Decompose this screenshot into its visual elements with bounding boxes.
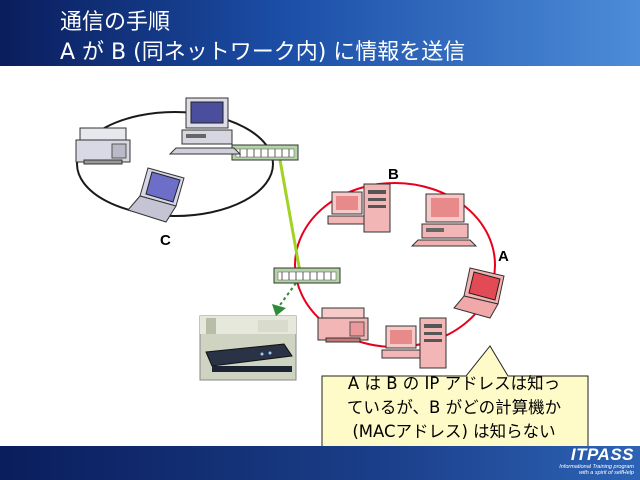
printer-icon: [75, 127, 131, 165]
speech-bubble: [321, 345, 589, 446]
slide-title-line-1: 通信の手順: [60, 10, 171, 35]
laptop-a-icon: [453, 267, 505, 319]
label-c: C: [160, 232, 171, 249]
callout-text: A は B の IP アドレスは知っ ているが、B がどの計算機か (MACアド…: [330, 372, 578, 444]
title-bar: [0, 0, 640, 66]
footer-bar: [0, 446, 640, 480]
network-diagram: [75, 97, 589, 446]
callout-line-2: ているが、B がどの計算機か: [346, 398, 562, 417]
callout-line-1: A は B の IP アドレスは知っ: [347, 374, 561, 393]
logo-tagline-2: with a spirit of selfHelp: [578, 470, 634, 476]
itpass-logo: ITPASS Informational Training program wi…: [559, 445, 634, 477]
printer-red-icon: [317, 307, 369, 343]
callout-line-3: (MACアドレス) は知らない: [352, 422, 556, 441]
network-ring-c: [76, 111, 274, 217]
arrow-head: [272, 304, 286, 316]
uplink-line: [278, 159, 302, 273]
network-switch-upper: [231, 144, 299, 161]
label-b: B: [388, 166, 399, 183]
slide-title-line-2: A が B (同ネットワーク内) に情報を送信: [60, 40, 466, 65]
router-photo: [199, 315, 297, 381]
network-switch-lower: [273, 267, 341, 284]
logo-name: ITPASS: [570, 445, 634, 464]
label-a: A: [498, 248, 509, 265]
computer-b-icon: [327, 183, 391, 233]
laptop-icon: [127, 167, 185, 223]
desktop-tower-bottom-icon: [381, 317, 447, 369]
desktop-pc-icon: [168, 97, 242, 155]
downlink-dotted-arrow: [279, 282, 297, 306]
desktop-pc-right-icon: [410, 193, 478, 247]
logo-tagline-1: Informational Training program: [559, 464, 634, 470]
